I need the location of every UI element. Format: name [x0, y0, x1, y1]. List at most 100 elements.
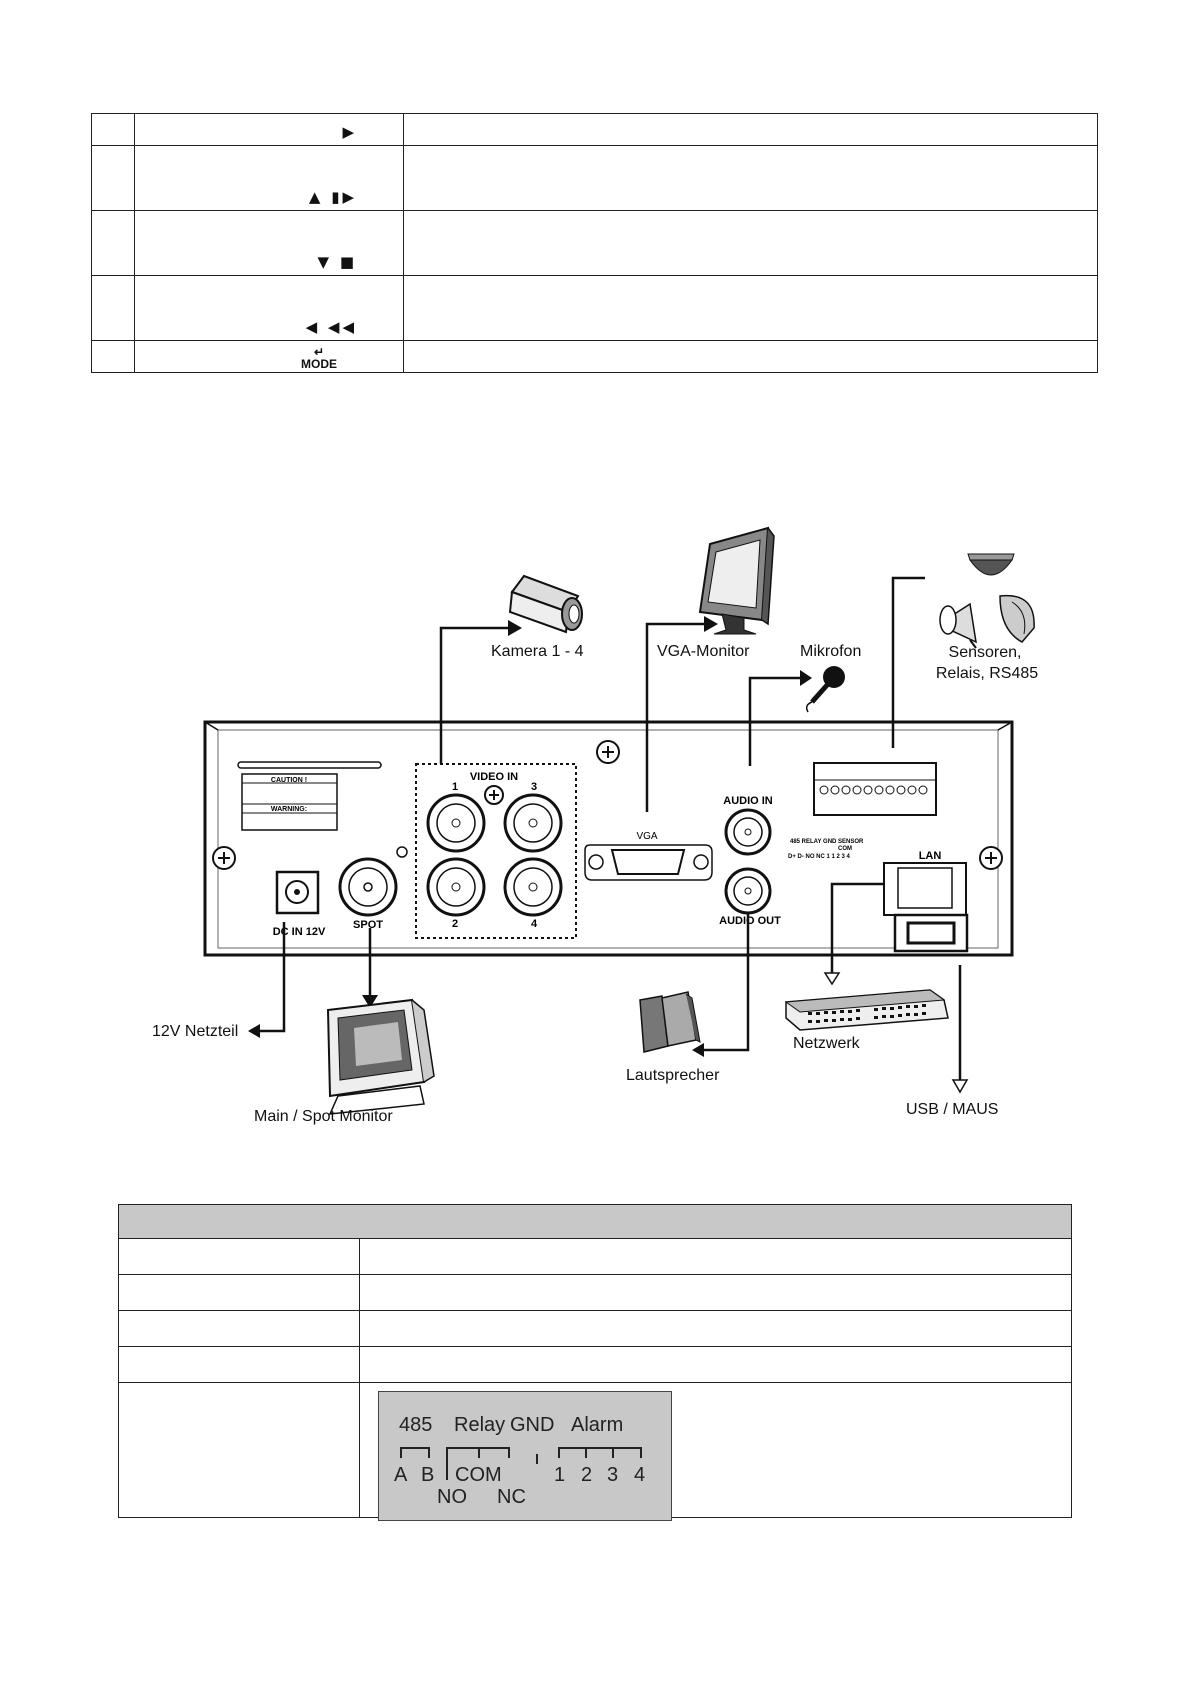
main-monitor-icon [326, 998, 435, 1115]
table-cell [359, 1310, 1072, 1347]
network-switch-icon [784, 989, 949, 1031]
microphone-icon [805, 666, 845, 713]
button-function-table: ▶ ▲ ▮▶ ▼ ■ ◀ ◀◀ ↵ MODE [91, 113, 1098, 373]
table-cell [359, 1238, 1072, 1275]
audio-in-label: AUDIO IN [723, 795, 773, 807]
description-cell [403, 340, 1098, 373]
pinout-a-label: A [394, 1464, 408, 1486]
video-in-bnc-3 [503, 793, 563, 853]
table-row [118, 1346, 1072, 1383]
vga-monitor-icon [698, 526, 775, 635]
table-cell [118, 1382, 360, 1518]
table-cell [359, 1274, 1072, 1311]
spot-bnc-connector [338, 857, 398, 917]
vga-port [584, 844, 713, 881]
pinout-relay-label: Relay [454, 1414, 506, 1436]
speaker-icon [639, 991, 701, 1053]
video-in-bnc-2 [426, 857, 486, 917]
video-in-group [415, 763, 577, 939]
speaker-label: Lautsprecher [626, 1067, 720, 1084]
audio-in-jack [724, 808, 772, 856]
pinout-pin-3: 3 [607, 1464, 619, 1486]
pinout-alarm-label: Alarm [571, 1414, 624, 1436]
play-icon: ▶ [342, 123, 357, 141]
up-step-icon: ▲ ▮▶ [308, 188, 357, 206]
screw-icon [484, 785, 504, 805]
pinout-pin-4: 4 [634, 1464, 646, 1486]
terminal-pinout-diagram: 485 Relay GND Alarm A B COM 1 2 3 4 NO N… [378, 1391, 672, 1521]
key-cell: ↵ MODE [134, 340, 404, 373]
screw-icon [212, 846, 236, 870]
pinout-gnd-label: GND [510, 1414, 555, 1436]
pinout-pin-2: 2 [581, 1464, 593, 1486]
table-header-row [118, 1204, 1072, 1239]
table-cell [118, 1274, 360, 1311]
table-row [118, 1238, 1072, 1275]
microphone-label: Mikrofon [800, 643, 861, 660]
terminal-pins: D+ D- NO NC 1 1 2 3 4 [788, 854, 851, 860]
caution-label [241, 773, 338, 831]
dvr-rear-panel: CAUTION ! WARNING: DC IN 12V SPOT VIDEO … [203, 720, 1014, 957]
audio-out-jack [724, 867, 772, 915]
key-cell: ▼ ■ [134, 210, 404, 276]
siren-icon [939, 602, 977, 649]
left-rewind-icon: ◀ ◀◀ [305, 318, 357, 336]
mode-label: MODE [301, 357, 337, 371]
pinout-nc-label: NC [497, 1486, 526, 1508]
pinout-b-label: B [421, 1464, 435, 1486]
enter-arrow-icon: ↵ [313, 345, 325, 359]
pinout-brackets [400, 1447, 642, 1480]
table-row [118, 1274, 1072, 1311]
dc-in-label: DC IN 12V [273, 926, 326, 938]
caution-text: CAUTION ! [271, 777, 307, 784]
spot-label: SPOT [353, 919, 383, 931]
mode-icon: ↵ MODE [301, 346, 337, 370]
usb-mouse-label: USB / MAUS [906, 1101, 998, 1118]
vent-slot [237, 761, 382, 769]
screw-icon [596, 740, 620, 764]
down-stop-icon: ▼ ■ [317, 253, 357, 271]
table-cell [118, 1346, 360, 1383]
arrowheads [248, 616, 969, 1094]
table-row [118, 1310, 1072, 1347]
terminal-labels: 485 RELAY GND SENSOR [790, 839, 864, 845]
terminal-block [813, 762, 937, 816]
dome-camera-icon [967, 553, 1015, 576]
table-row: ▼ ■ [91, 210, 1098, 276]
table-row: ↵ MODE [91, 340, 1098, 373]
video-in-label: VIDEO IN [470, 771, 518, 783]
screw-icon [979, 846, 1003, 870]
network-label: Netzwerk [793, 1035, 861, 1052]
warning-text: WARNING: [271, 806, 307, 813]
main-monitor-label: Main / Spot Monitor [254, 1108, 393, 1125]
table-header-cell [118, 1204, 1072, 1239]
video-in-bnc-4 [503, 857, 563, 917]
lan-label: LAN [919, 850, 942, 862]
channel-2-label: 2 [452, 918, 458, 930]
table-row: 485 Relay GND Alarm A B COM 1 2 3 4 NO N… [118, 1382, 1072, 1521]
table-cell [118, 1238, 360, 1275]
camera-icon [508, 574, 583, 634]
dc-in-jack [275, 870, 320, 915]
terminal-com-label: COM [838, 846, 852, 852]
pinout-com-label: COM [455, 1464, 502, 1486]
psu-label: 12V Netzteil [152, 1023, 238, 1040]
connection-lines [260, 576, 962, 1082]
channel-3-label: 3 [531, 781, 537, 793]
motion-sensor-icon [999, 594, 1035, 643]
row-number-cell [91, 340, 135, 373]
channel-1-label: 1 [452, 781, 458, 793]
pinout-no-label: NO [437, 1486, 467, 1508]
pinout-485-label: 485 [399, 1414, 433, 1436]
key-cell: ▲ ▮▶ [134, 145, 404, 211]
camera-label: Kamera 1 - 4 [491, 643, 584, 660]
audio-out-label: AUDIO OUT [719, 915, 781, 927]
table-row: ◀ ◀◀ [91, 275, 1098, 341]
vga-monitor-label: VGA-Monitor [657, 643, 750, 660]
key-cell: ◀ ◀◀ [134, 275, 404, 341]
connection-table: 485 Relay GND Alarm A B COM 1 2 3 4 NO N… [118, 1204, 1072, 1521]
table-cell [359, 1346, 1072, 1383]
pinout-pin-1: 1 [554, 1464, 566, 1486]
vga-label: VGA [636, 831, 657, 842]
connection-diagram: CAUTION ! WARNING: DC IN 12V SPOT VIDEO … [152, 526, 1038, 1125]
